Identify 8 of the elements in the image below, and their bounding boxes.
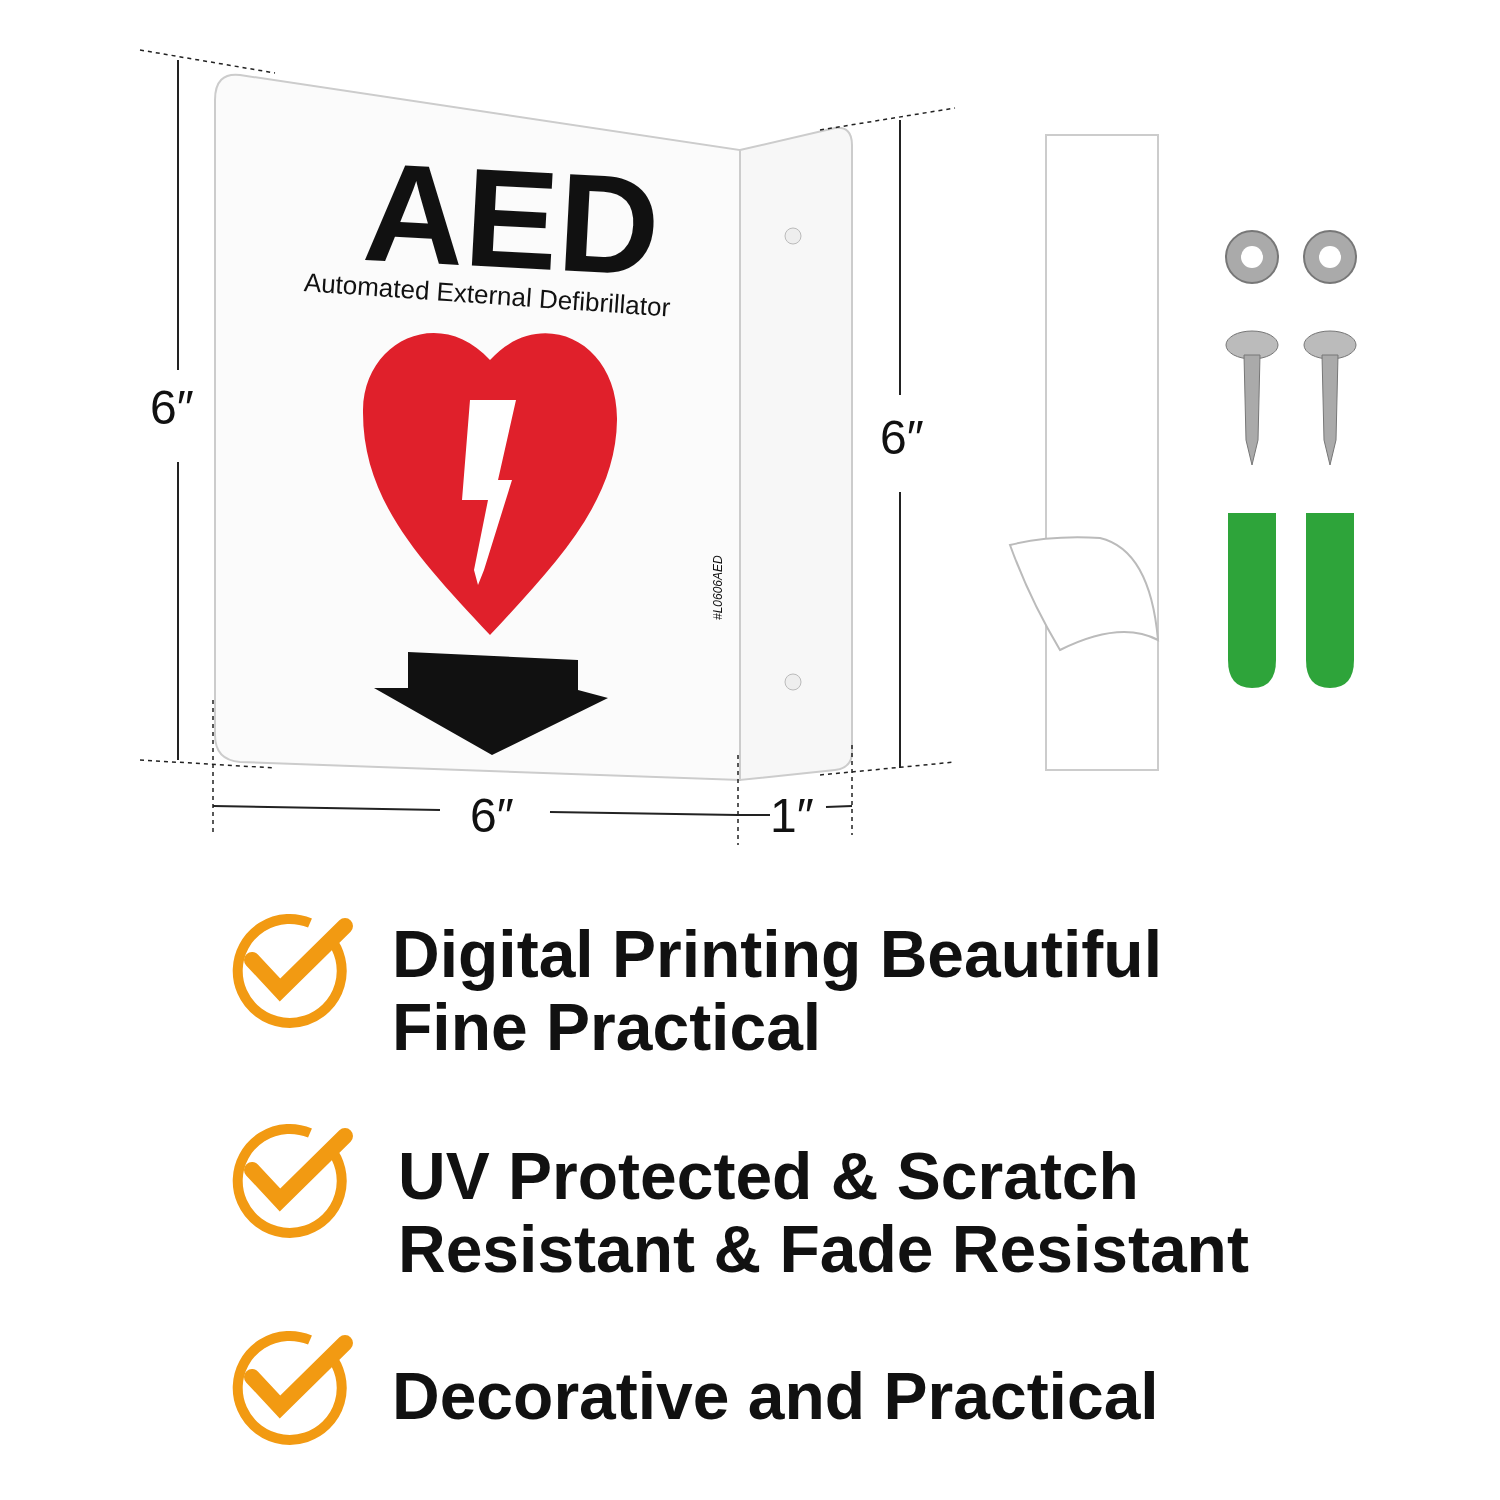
- dimension-label: 6″: [470, 790, 514, 843]
- feature-text: UV Protected & Scratch Resistant & Fade Resistant: [398, 1140, 1250, 1286]
- feature-text: Decorative and Practical: [392, 1360, 1160, 1433]
- dimension-label: 6″: [150, 382, 194, 435]
- product-code: #L0606AED: [712, 555, 726, 620]
- dimension-label: 6″: [880, 412, 924, 465]
- dimension-label: 1″: [770, 790, 814, 843]
- feature-text: Digital Printing Beautiful Fine Practical: [392, 918, 1163, 1064]
